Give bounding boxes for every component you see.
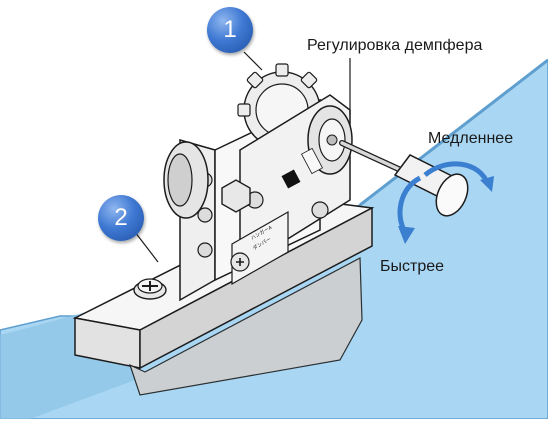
slower-label: Медленнее <box>428 130 514 147</box>
model-plate: ハンガーA ダンパー <box>230 210 289 286</box>
rear-roller <box>163 141 209 219</box>
callout-2-badge: 2 <box>98 195 144 241</box>
mount-screw-icon <box>133 278 167 300</box>
damper-housing <box>239 94 353 251</box>
hex-nut <box>221 179 251 213</box>
faster-label: Быстрее <box>380 258 445 275</box>
screwdriver-icon <box>339 140 469 217</box>
door-panel-top-edge <box>359 58 548 207</box>
rotate-arrow-icon <box>397 161 494 244</box>
callout-1-badge: 1 <box>207 7 253 53</box>
leader-line-callout-1 <box>243 51 263 71</box>
leader-line-callout-2 <box>134 231 159 263</box>
damper-adjustment-label: Регулировка демпфера <box>307 37 483 54</box>
